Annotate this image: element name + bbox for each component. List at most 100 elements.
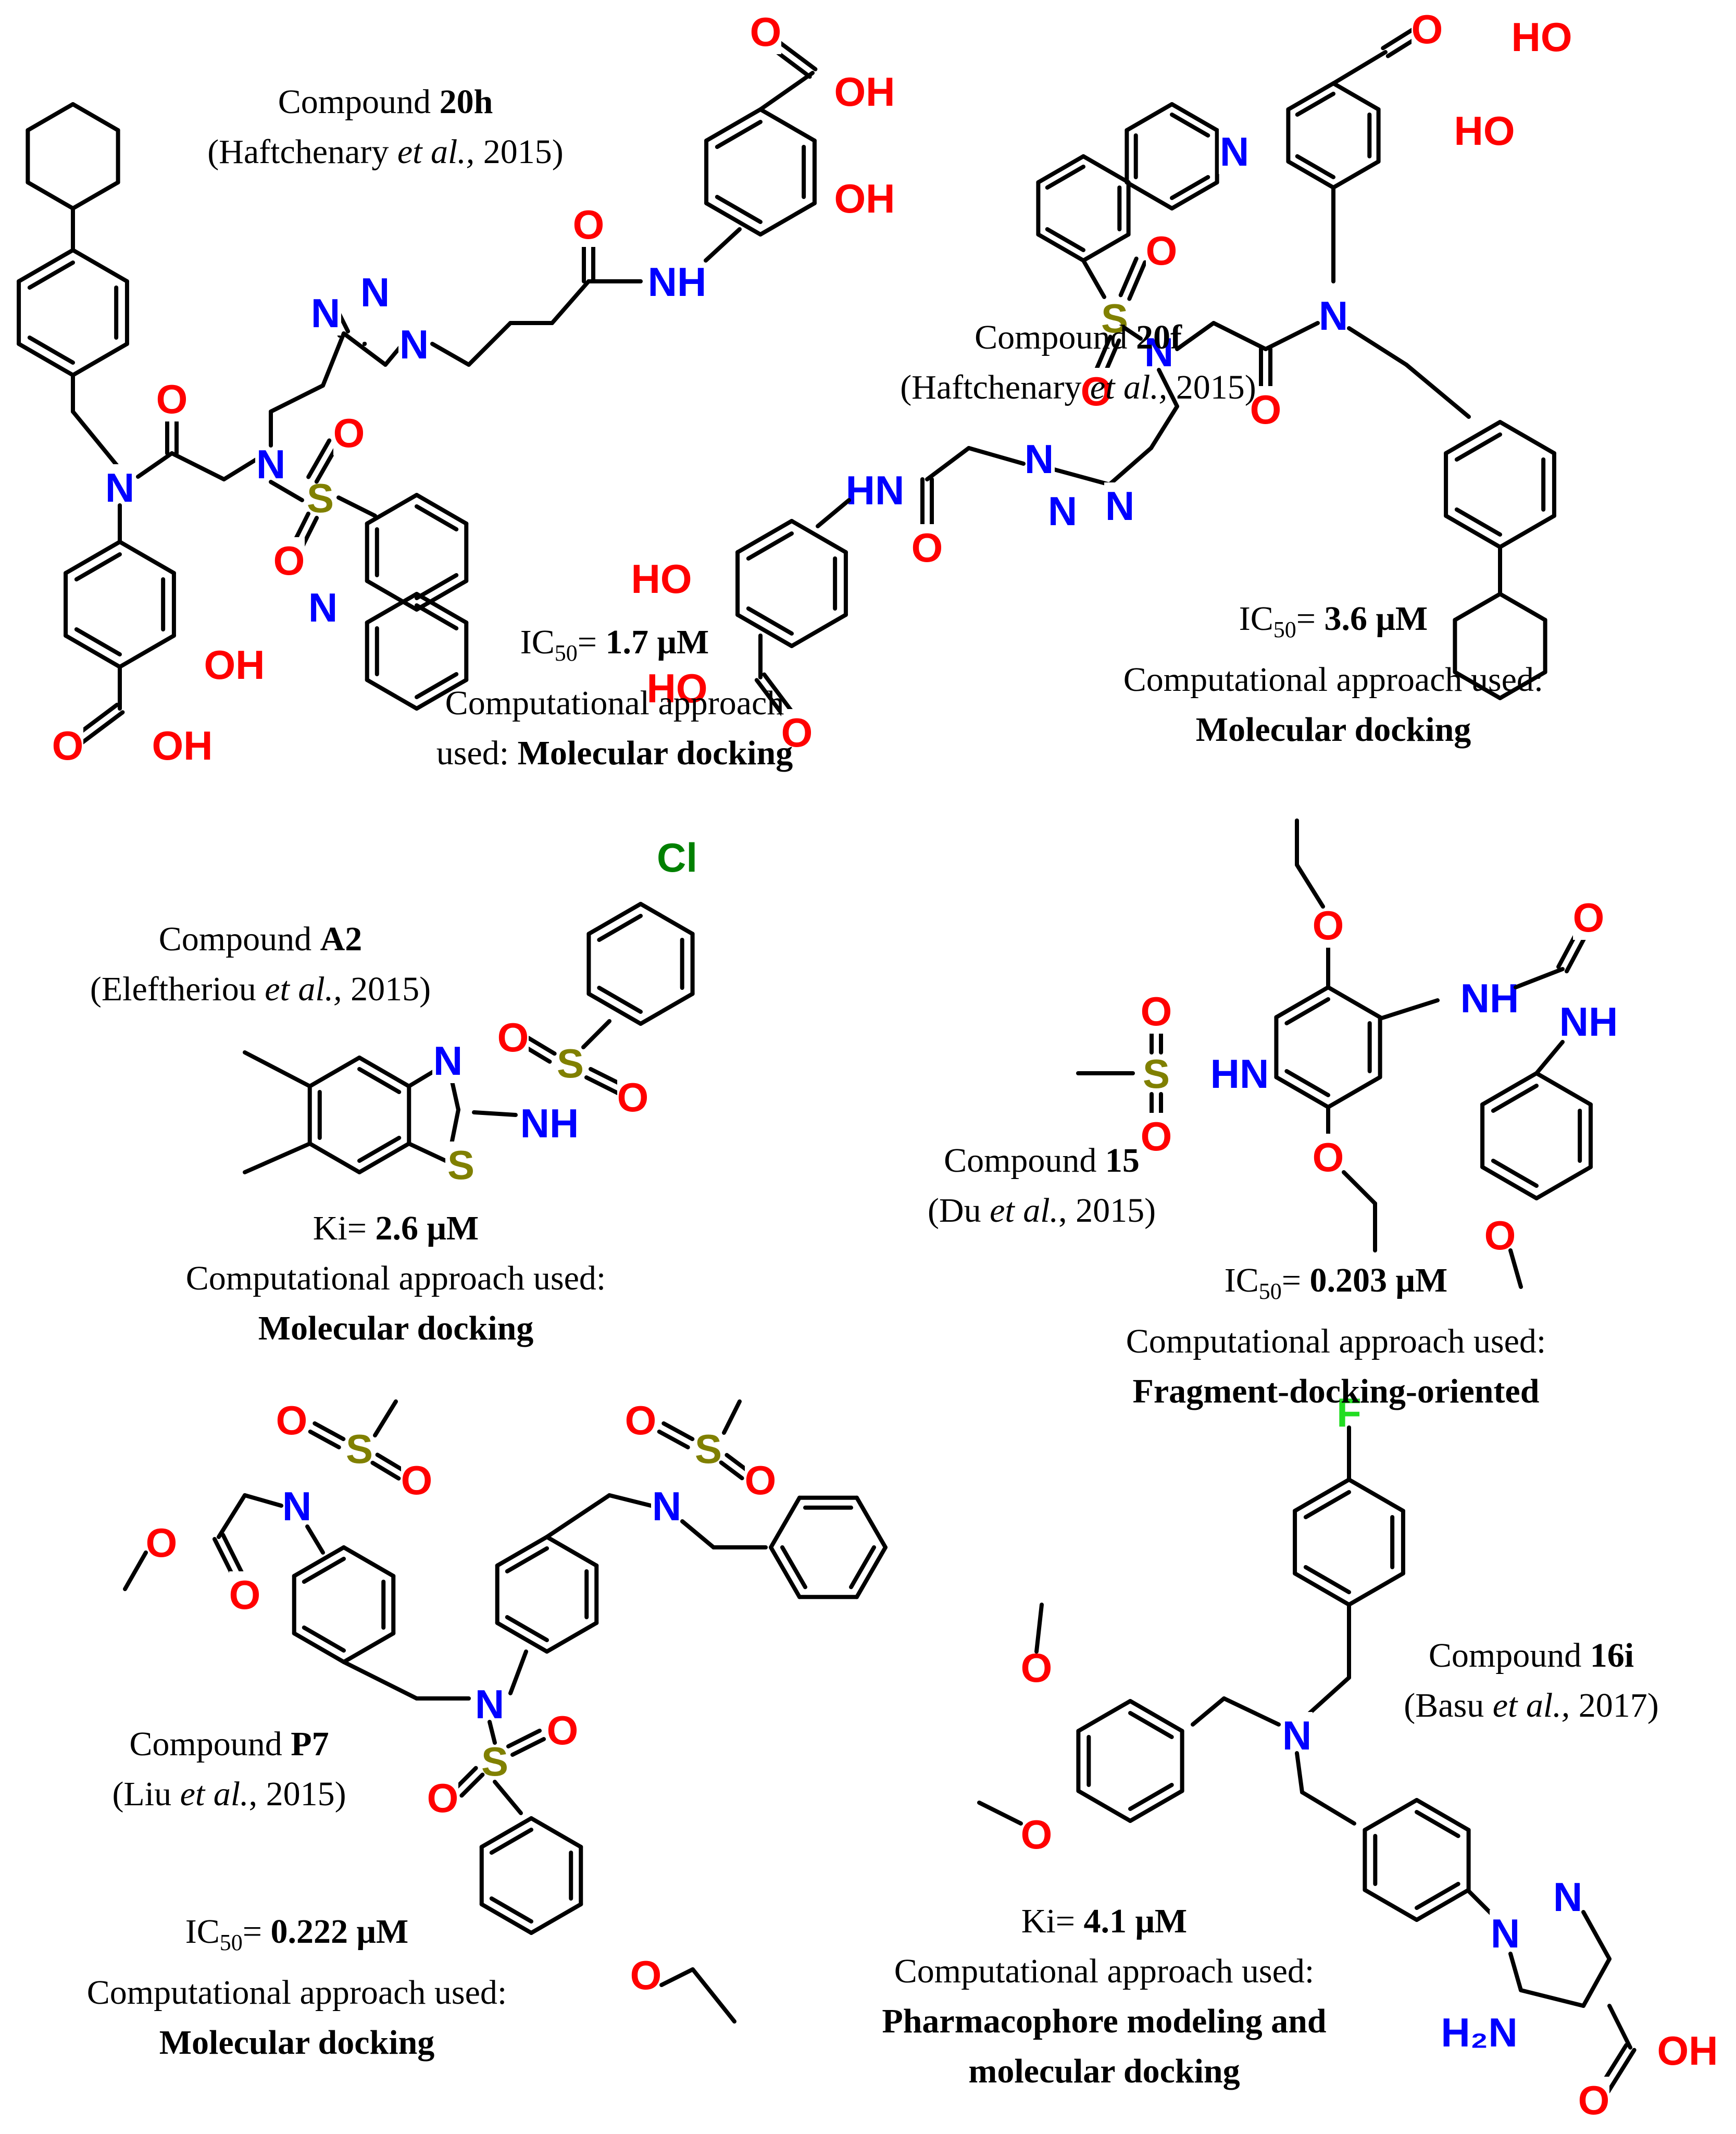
atom-label-background	[648, 834, 706, 880]
cA2-chlorophenyl-inner-bond	[597, 986, 643, 1014]
cP7-ethoxy-o: O	[630, 1952, 662, 1998]
atom-label-background	[206, 641, 263, 687]
compound-p7-approach: Molecular docking	[159, 2024, 435, 2062]
atom-label-background	[427, 1775, 458, 1820]
compound-15-approach-prefix: Computational approach used:	[1126, 1322, 1546, 1361]
atom-label-background	[781, 709, 813, 755]
c20f-cyclohexyl-bond	[1453, 670, 1502, 700]
c20h-so-o2: O	[273, 538, 305, 584]
atom-label-background	[432, 1037, 464, 1083]
cP7-bond	[305, 1524, 325, 1555]
atom-label-background	[836, 175, 893, 221]
atom-label-background	[1023, 436, 1055, 481]
atom-label-background	[750, 8, 781, 54]
atom-label-background	[1313, 902, 1344, 948]
c20h-phenol-oh: OH	[834, 176, 895, 221]
cP7-ring1-inner-bond	[302, 1557, 346, 1584]
c15-bond	[1534, 1040, 1565, 1075]
cP7-bond	[545, 1493, 611, 1539]
atom-label-background	[555, 1040, 586, 1086]
c15-ethyl	[1342, 1170, 1377, 1206]
cA2-so	[526, 1036, 557, 1056]
c20h-bond	[336, 495, 377, 518]
compound-a2-metric: Ki=	[313, 1209, 376, 1247]
c20f-sulfonamide-n: N	[1144, 329, 1173, 375]
c20f-quinoline-b-inner-bond	[1170, 175, 1210, 200]
c20f-salicyl-bottom-inner-bond	[746, 531, 794, 561]
c20h-cyclohexyl-bond	[26, 180, 75, 210]
c20f-carbonyl-o: O	[1250, 387, 1282, 432]
c20f-salicyl-top-bond	[1286, 81, 1335, 111]
compound-16i-ref-author: (Basu	[1404, 1686, 1493, 1724]
c20h-acid2-o: O	[52, 723, 84, 768]
atom-label-background	[630, 1952, 661, 1997]
c20f-so	[1118, 256, 1139, 297]
compound-a2-name: A2	[320, 920, 363, 958]
c16i-bond	[1607, 2004, 1632, 2050]
cA2-chlorophenyl-bond	[639, 991, 695, 1026]
c20f-salicyl-bottom-bond	[735, 519, 794, 554]
cA2-benzo-ring-bond	[357, 1056, 411, 1088]
c16i-dimethoxyphenyl-bond	[1076, 1789, 1132, 1823]
c20h-bond	[321, 331, 346, 388]
c20h-bond	[222, 456, 260, 481]
atom-label-background	[497, 1014, 529, 1060]
atom-label-background	[1081, 368, 1112, 414]
c20h-triazole-n2: N	[360, 269, 390, 315]
compound-20h-metric-eq: =	[577, 623, 606, 661]
compound-20f-name: 20f	[1135, 318, 1182, 356]
c15-ring-bond	[1274, 1075, 1330, 1109]
cA2-chlorophenyl-bond	[586, 902, 643, 936]
compound-20f-approach-prefix: Computational approach used:	[1123, 661, 1544, 699]
atom-label-background	[333, 410, 365, 455]
cP7-benzyl-bond	[855, 1545, 888, 1599]
compound-20h-approach: Molecular docking	[517, 734, 793, 773]
c20h-quinoline-a-inner-bond	[415, 573, 459, 600]
atom-label-background	[1219, 128, 1250, 174]
atom-label-background	[1141, 988, 1172, 1034]
c16i-pyrazole-n2: N	[1553, 1874, 1582, 1920]
atom-label-background	[1461, 975, 1518, 1021]
cP7-so	[313, 1421, 346, 1442]
compound-16i-approach-1: Pharmacophore modeling and	[882, 2002, 1327, 2040]
c20h-quinoline-a-inner-bond	[415, 504, 459, 531]
c20h-linker	[550, 279, 591, 325]
cP7-s3-o1: O	[625, 1397, 657, 1443]
cP7-ring2-bond	[545, 1621, 599, 1654]
c20f-phenyl-bond	[1444, 514, 1502, 549]
c20h-quinoline-b-inner-bond	[415, 672, 459, 699]
c20h-aryl-ring-inner-bond	[74, 552, 122, 581]
atom-label-background	[547, 1707, 578, 1753]
cP7-methyl	[722, 1399, 742, 1435]
cP7-bond	[342, 1660, 419, 1701]
compound-a2-activity: Ki= 2.6 μM Computational approach used: …	[120, 1204, 672, 1354]
c16i-ome1	[1034, 1603, 1044, 1654]
atom-label-background	[255, 441, 286, 487]
compound-a2-approach: Molecular docking	[258, 1309, 534, 1347]
c15-ring-bond	[1274, 985, 1330, 1020]
compound-20h-name-prefix: Compound	[278, 83, 440, 121]
c20h-bond	[704, 227, 742, 263]
c20f-phenyl-bond	[1498, 514, 1556, 549]
atom-label-background	[617, 1074, 648, 1120]
c20f-quinoline-b-bond	[1125, 180, 1174, 210]
atom-label-background	[693, 1425, 724, 1471]
cA2-thiazole-bond	[407, 1142, 450, 1164]
c20f-triazole-n3: N	[1105, 483, 1134, 529]
atom-label-background	[1021, 1811, 1052, 1857]
c20h-so-o1: O	[333, 410, 365, 456]
c20f-bond	[1404, 363, 1471, 419]
compound-20f-metric-sub: 50	[1273, 617, 1296, 643]
compound-15-name: 15	[1105, 1142, 1140, 1180]
c20f-bond	[1212, 321, 1268, 351]
c15-anisyl-bond	[1480, 1071, 1539, 1107]
c20f-salicyl-bottom-bond	[790, 613, 848, 648]
cP7-s1-o2: O	[401, 1457, 433, 1503]
c20h-bond	[269, 383, 325, 414]
atom-label-background	[52, 722, 83, 768]
c20h-triazole-bond	[342, 331, 388, 367]
compound-15-title: Compound 15 (Du et al., 2015)	[917, 1136, 1167, 1236]
atom-label-background	[1281, 1712, 1313, 1758]
